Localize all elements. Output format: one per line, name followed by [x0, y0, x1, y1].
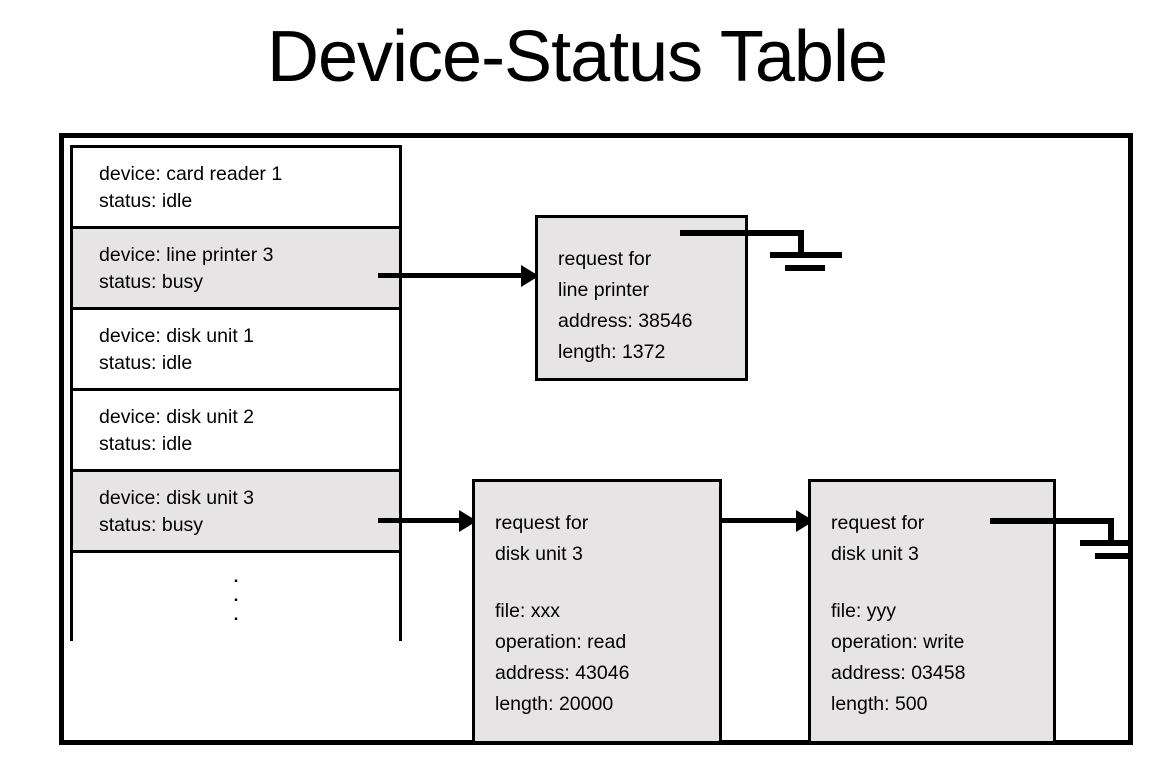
arrow-line-printer-head-icon	[521, 265, 539, 287]
device-status: status: idle	[99, 352, 193, 374]
device-row-disk-unit-3: device: disk unit 3 status: busy	[73, 472, 399, 553]
device-name: device: card reader 1	[99, 163, 283, 185]
null-pointer-ground-icon-disk-unit-3	[990, 515, 1129, 575]
request-title-line-2: disk unit 3	[495, 543, 583, 565]
device-name: device: line printer 3	[99, 244, 274, 266]
ground-lead-horizontal	[990, 518, 1114, 524]
device-row-continuation: . . .	[73, 553, 399, 641]
ellipsis-dot: .	[233, 586, 239, 605]
ground-lead-vertical	[1108, 518, 1114, 546]
device-row-line-printer-3: device: line printer 3 status: busy	[73, 229, 399, 310]
request-operation: operation: write	[831, 631, 965, 653]
ground-bar-narrow	[1095, 553, 1129, 559]
ground-lead-horizontal	[680, 230, 804, 236]
diagram-canvas: device: card reader 1 status: idle devic…	[63, 137, 1129, 741]
request-box-line-printer: request for line printer address: 38546 …	[535, 215, 748, 381]
device-status: status: idle	[99, 190, 193, 212]
ellipsis-dot: .	[233, 605, 239, 624]
page-title: Device-Status Table	[267, 17, 888, 97]
ground-bar-narrow	[785, 265, 825, 271]
request-box-disk-unit-3-read: request for disk unit 3 file: xxx operat…	[472, 479, 722, 741]
request-address: address: 38546	[558, 310, 693, 332]
device-status: status: busy	[99, 271, 204, 293]
arrow-request-chain-shaft	[708, 518, 818, 523]
device-name: device: disk unit 3	[99, 487, 255, 509]
request-title-line-2: disk unit 3	[831, 543, 919, 565]
request-length: length: 500	[831, 693, 928, 715]
device-status-table: device: card reader 1 status: idle devic…	[70, 145, 402, 641]
device-name: device: disk unit 2	[99, 406, 255, 428]
ground-lead-vertical	[798, 230, 804, 258]
ground-bar-wide	[770, 252, 842, 258]
request-title-line-1: request for	[495, 512, 589, 534]
arrow-line-printer-shaft	[378, 273, 540, 278]
request-title-line-2: line printer	[558, 279, 650, 301]
device-row-card-reader-1: device: card reader 1 status: idle	[73, 148, 399, 229]
arrow-disk-unit-3-shaft	[378, 518, 478, 523]
request-title-line-1: request for	[831, 512, 925, 534]
device-status: status: busy	[99, 514, 204, 536]
ellipsis-dot: .	[233, 567, 239, 586]
device-status: status: idle	[99, 433, 193, 455]
device-row-disk-unit-2: device: disk unit 2 status: idle	[73, 391, 399, 472]
vertical-ellipsis-icon: . . .	[73, 567, 399, 624]
ground-bar-wide	[1080, 540, 1129, 546]
request-spacer	[495, 570, 719, 596]
request-address: address: 43046	[495, 662, 630, 684]
request-title-line-1: request for	[558, 248, 652, 270]
request-file: file: xxx	[495, 600, 561, 622]
request-length: length: 20000	[495, 693, 614, 715]
request-length: length: 1372	[558, 341, 666, 363]
request-address: address: 03458	[831, 662, 966, 684]
null-pointer-ground-icon-line-printer	[680, 227, 890, 287]
device-name: device: disk unit 1	[99, 325, 255, 347]
request-operation: operation: read	[495, 631, 627, 653]
request-file: file: yyy	[831, 600, 897, 622]
device-row-disk-unit-1: device: disk unit 1 status: idle	[73, 310, 399, 391]
